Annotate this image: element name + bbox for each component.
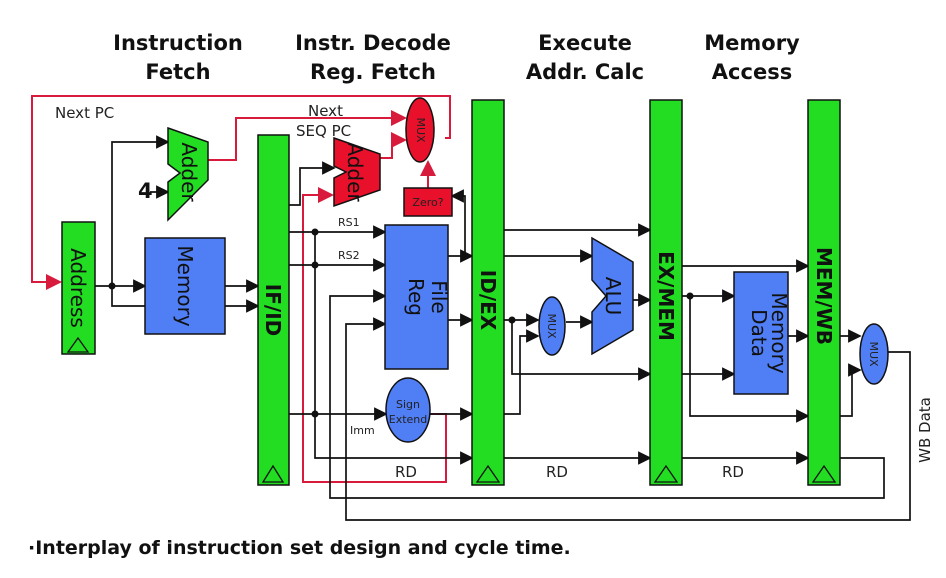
clock-triangle-icon: [475, 464, 501, 483]
junction-dot: [311, 410, 319, 418]
address-label: Address: [66, 248, 90, 328]
zero-detect: Zero?: [403, 187, 453, 217]
regfile-to-zero-wire: [450, 189, 466, 256]
adder1-label: Adder: [177, 142, 201, 202]
adder1: Adder: [167, 126, 209, 222]
next-pc-wire: [31, 95, 451, 290]
sign-extend-line2: Extend: [389, 413, 428, 426]
stage-fetch-line2: Fetch: [145, 60, 210, 84]
memwb-bypass-to-mux-wire: [840, 363, 862, 417]
next-seq-pc-label-2: SEQ PC: [296, 122, 351, 140]
footer-note: ·Interplay of instruction set design and…: [28, 537, 571, 559]
mux-alu: MUX: [538, 296, 566, 356]
exmem-bypass-wire: [689, 296, 810, 423]
junction-dot: [508, 316, 516, 324]
mem-wb-label: MEM/WB: [812, 247, 836, 345]
clock-triangle-icon: [653, 464, 679, 483]
alu-label: ALU: [601, 277, 625, 315]
wb-data-label: WB Data: [916, 397, 934, 463]
wb-data-wire: [345, 317, 911, 521]
mux-top-label: MUX: [414, 117, 427, 143]
mux-wb: MUX: [859, 323, 889, 385]
clock-triangle-icon: [261, 464, 285, 483]
stage-decode-line1: Instr. Decode: [295, 31, 451, 55]
if-id-register: IF/ID: [257, 134, 290, 486]
junction-dot: [686, 292, 694, 300]
stage-memory-line2: Access: [712, 60, 792, 84]
junction-dot: [108, 282, 116, 290]
alu: ALU: [591, 236, 634, 356]
address-register: Address: [61, 221, 96, 355]
mem-wb-register: MEM/WB: [807, 99, 841, 486]
ex-mem-register: EX/MEM: [649, 99, 683, 486]
junction-dots: [108, 228, 694, 418]
rs1-label: RS1: [338, 216, 360, 229]
pc-to-adder-wire: [111, 135, 170, 286]
black-wires: [95, 135, 911, 521]
stage-fetch-line1: Instruction: [113, 31, 243, 55]
junction-dot: [461, 252, 469, 260]
if-id-label: IF/ID: [261, 284, 285, 336]
junction-dot: [311, 261, 319, 269]
regfile-label-line1: Reg: [404, 278, 428, 316]
rd-label-2: RD: [546, 463, 568, 481]
id-ex-register: ID/EX: [471, 99, 505, 486]
stage-execute-line1: Execute: [538, 31, 632, 55]
adder2-label: Adder: [343, 142, 367, 202]
regfile-label-line2: File: [427, 280, 451, 313]
sign-extend: Sign Extend: [385, 377, 431, 443]
rs2-label: RS2: [338, 249, 360, 262]
zero-label: Zero?: [412, 196, 443, 209]
imm-label: Imm: [350, 424, 375, 437]
idex-to-exmem-wire: [511, 320, 652, 381]
adder1-to-mux-wire: [208, 110, 407, 161]
stage-decode-header: Instr. Decode Reg. Fetch: [295, 31, 451, 84]
rd-label-3: RD: [722, 463, 744, 481]
data-memory: Data Memory: [733, 271, 791, 395]
stage-decode-line2: Reg. Fetch: [310, 60, 436, 84]
ifid-to-adder2-wire: [289, 161, 336, 206]
stage-memory-line1: Memory: [704, 31, 800, 55]
mux-wb-label: MUX: [867, 341, 880, 367]
id-ex-label: ID/EX: [476, 270, 500, 331]
junction-dot: [311, 228, 319, 236]
mux-top: MUX: [405, 97, 435, 163]
stage-execute-header: Execute Addr. Calc: [526, 31, 644, 84]
memory-label: Memory: [173, 245, 197, 327]
constant-four: 4: [138, 179, 153, 203]
next-seq-pc-label-1: Next: [308, 102, 343, 120]
stage-execute-line2: Addr. Calc: [526, 60, 644, 84]
clock-triangle-icon: [66, 336, 90, 353]
stage-memory-header: Memory Access: [704, 31, 800, 84]
imm-to-mux-wire: [504, 329, 540, 415]
adder2-to-mux-wire: [380, 132, 407, 159]
adder2: Adder: [333, 136, 381, 208]
next-pc-label: Next PC: [55, 104, 114, 122]
sign-extend-line1: Sign: [396, 398, 420, 411]
data-memory-line1: Data: [747, 309, 771, 357]
data-memory-line2: Memory: [767, 292, 791, 374]
ex-mem-label: EX/MEM: [654, 251, 678, 341]
rd-writeback-wire: [329, 289, 885, 499]
instruction-memory: Memory: [144, 237, 226, 335]
register-file: Reg File: [384, 224, 451, 370]
clock-triangle-icon: [811, 464, 837, 483]
rd-label-1: RD: [395, 463, 417, 481]
rd-ifid-wire: [314, 414, 474, 465]
stage-fetch-header: Instruction Fetch: [113, 31, 243, 84]
mux-alu-label: MUX: [545, 313, 558, 339]
